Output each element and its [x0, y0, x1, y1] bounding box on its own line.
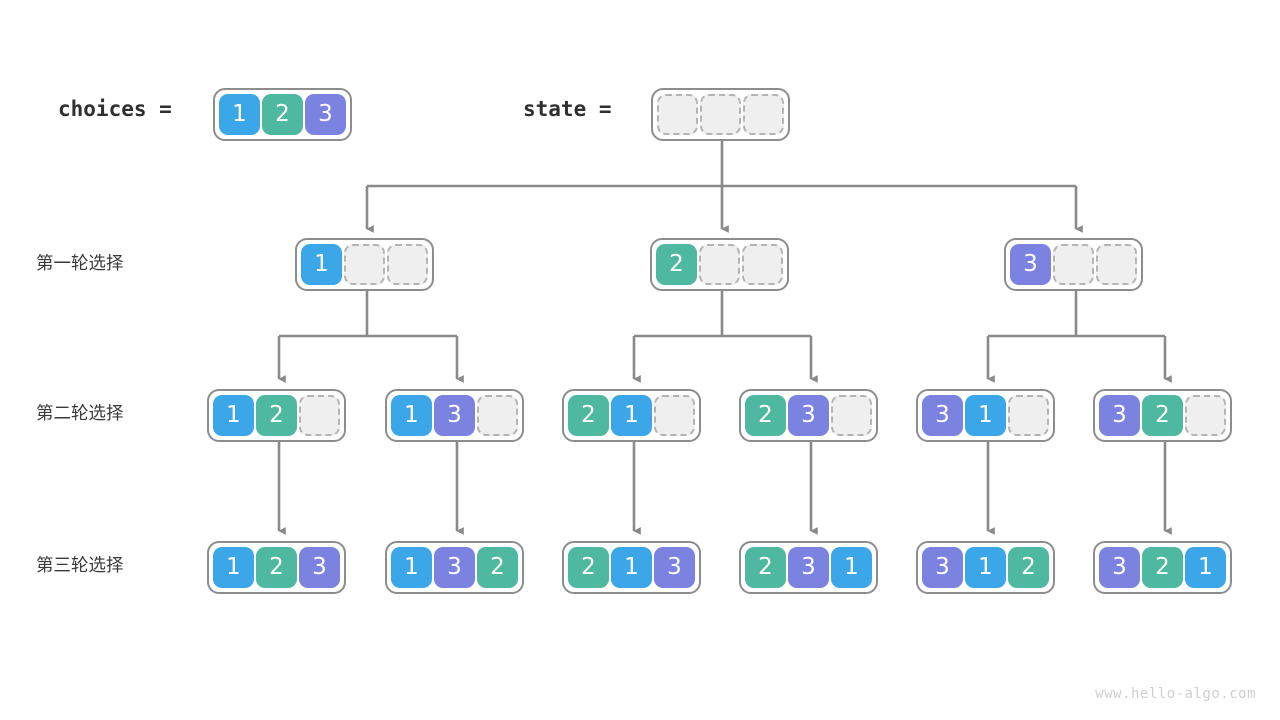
round2-node-4-cell-1: 2 [745, 395, 786, 436]
round2-node-6-cell-3 [1185, 395, 1226, 436]
state-cell-2 [700, 94, 741, 135]
round2-node-5-cell-1: 3 [922, 395, 963, 436]
round2-node-2-cell-3 [477, 395, 518, 436]
round2-node-2-cell-2: 3 [434, 395, 475, 436]
round3-node-2-cell-3: 2 [477, 547, 518, 588]
round2-node-2-cell-1: 1 [391, 395, 432, 436]
round3-node-3-cell-1: 2 [568, 547, 609, 588]
round3-node-1-cell-3: 3 [299, 547, 340, 588]
round1-node-1-cell-1: 1 [301, 244, 342, 285]
round1-node-1: 1 [295, 238, 434, 291]
state-cell-3 [743, 94, 784, 135]
round2-node-1-cell-1: 1 [213, 395, 254, 436]
choices-cell-3: 3 [305, 94, 346, 135]
round2-node-4-cell-2: 3 [788, 395, 829, 436]
round2-node-5-cell-3 [1008, 395, 1049, 436]
round3-node-1-cell-2: 2 [256, 547, 297, 588]
round3-node-5-cell-1: 3 [922, 547, 963, 588]
round3-node-6-cell-2: 2 [1142, 547, 1183, 588]
choices-cell-2: 2 [262, 94, 303, 135]
state-cell-1 [657, 94, 698, 135]
round2-node-1-cell-2: 2 [256, 395, 297, 436]
round3-node-3-cell-2: 1 [611, 547, 652, 588]
round1-node-3-cell-1: 3 [1010, 244, 1051, 285]
row-label-round3: 第三轮选择 [36, 556, 124, 576]
watermark: www.hello-algo.com [1095, 686, 1256, 702]
round2-node-4-cell-3 [831, 395, 872, 436]
round1-node-2: 2 [650, 238, 789, 291]
round3-node-3-cell-3: 3 [654, 547, 695, 588]
state-label: state = [523, 97, 612, 121]
round1-node-3-cell-3 [1096, 244, 1137, 285]
round2-node-5-cell-2: 1 [965, 395, 1006, 436]
round1-node-2-cell-2 [699, 244, 740, 285]
choices-cell-1: 1 [219, 94, 260, 135]
row-label-round1: 第一轮选择 [36, 254, 124, 274]
round3-node-4-cell-2: 3 [788, 547, 829, 588]
round3-node-1-cell-1: 1 [213, 547, 254, 588]
round3-node-2-cell-2: 3 [434, 547, 475, 588]
round1-node-3: 3 [1004, 238, 1143, 291]
choices-label: choices = [58, 97, 172, 121]
round2-node-1-cell-3 [299, 395, 340, 436]
round1-node-1-cell-2 [344, 244, 385, 285]
round3-node-6-cell-1: 3 [1099, 547, 1140, 588]
round1-node-3-cell-2 [1053, 244, 1094, 285]
round2-node-3-cell-2: 1 [611, 395, 652, 436]
round3-node-4-cell-1: 2 [745, 547, 786, 588]
round1-node-2-cell-3 [742, 244, 783, 285]
round3-node-5-cell-2: 1 [965, 547, 1006, 588]
round3-node-2-cell-1: 1 [391, 547, 432, 588]
row-label-round2: 第二轮选择 [36, 404, 124, 424]
round2-node-6-cell-2: 2 [1142, 395, 1183, 436]
round3-node-6-cell-3: 1 [1185, 547, 1226, 588]
round3-node-4-cell-3: 1 [831, 547, 872, 588]
round2-node-6-cell-1: 3 [1099, 395, 1140, 436]
round3-node-5-cell-3: 2 [1008, 547, 1049, 588]
round1-node-2-cell-1: 2 [656, 244, 697, 285]
round2-node-3-cell-3 [654, 395, 695, 436]
round2-node-3-cell-1: 2 [568, 395, 609, 436]
round1-node-1-cell-3 [387, 244, 428, 285]
state-array [651, 88, 790, 141]
